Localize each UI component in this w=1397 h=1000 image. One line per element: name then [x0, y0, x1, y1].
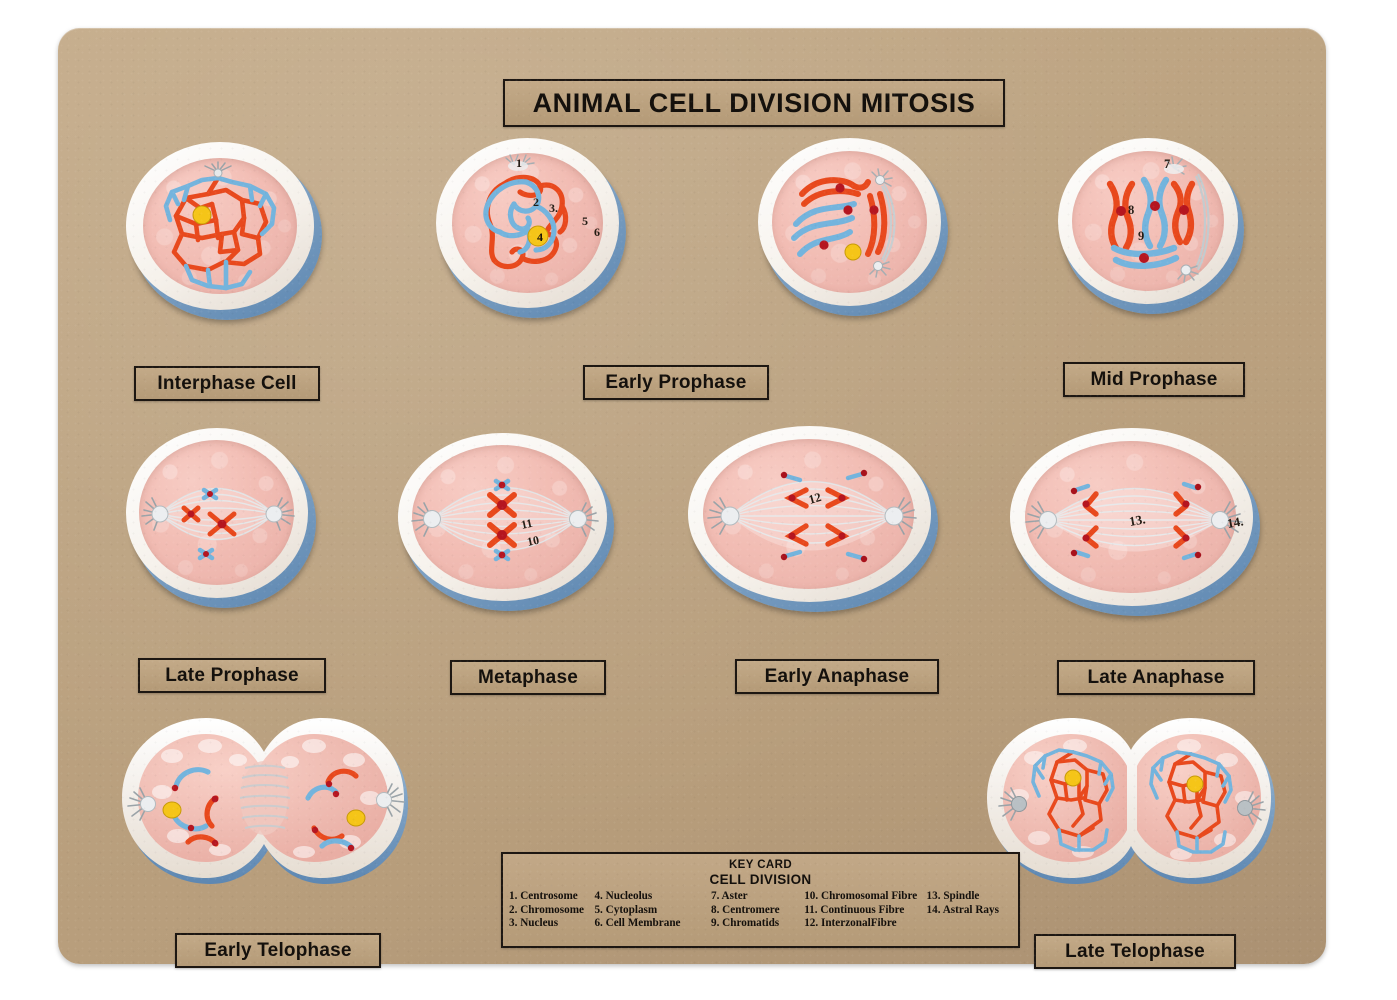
svg-text:12: 12	[807, 490, 823, 507]
key-card-column: 7. Aster 8. Centromere 9. Chromatids	[711, 890, 804, 931]
key-card: KEY CARD CELL DIVISION 1. Centrosome 2. …	[501, 852, 1020, 948]
key-card-item: 8. Centromere	[710, 903, 780, 916]
phase-label-text: Late Prophase	[165, 664, 299, 686]
label-early-telophase: Early Telophase	[175, 933, 381, 968]
key-card-item: 3. Nucleus	[509, 917, 559, 930]
key-card-item: 1. Centrosome	[509, 890, 578, 902]
phase-label-text: Early Anaphase	[764, 665, 910, 687]
label-interphase-cell: Interphase Cell	[134, 366, 320, 401]
key-card-column: 10. Chromosomal Fibre 11. Continuous Fib…	[804, 890, 926, 931]
cell-model-metaphase[interactable]: 11 10	[398, 433, 614, 611]
key-card-columns: 1. Centrosome 2. Chromosome 3. Nucleus 4…	[503, 890, 1018, 931]
key-card-item: 11. Continuous Fibre	[804, 903, 905, 916]
svg-text:9: 9	[1138, 229, 1144, 243]
cell-model-late-prophase[interactable]	[126, 428, 316, 608]
phase-label-text: Mid Prophase	[1090, 368, 1218, 390]
condensing-chromosomes	[758, 138, 948, 316]
phase-label-text: Interphase Cell	[157, 372, 297, 394]
cell-model-mid-prophase[interactable]: 7 8 9	[1058, 138, 1244, 314]
key-card-column: 1. Centrosome 2. Chromosome 3. Nucleus	[509, 890, 594, 931]
key-card-item: 4. Nucleolus	[594, 890, 653, 902]
svg-text:5: 5	[582, 214, 588, 228]
label-late-telophase: Late Telophase	[1034, 934, 1236, 969]
key-card-item: 7. Aster	[710, 890, 748, 902]
key-card-item: 13. Spindle	[926, 890, 980, 902]
cell-model-early-anaphase[interactable]: 12	[688, 426, 938, 612]
label-early-anaphase: Early Anaphase	[735, 659, 939, 694]
svg-text:11: 11	[520, 516, 534, 532]
svg-text:8: 8	[1128, 203, 1134, 217]
phase-label-text: Early Prophase	[605, 371, 747, 393]
cell-cytoplasm	[452, 153, 603, 293]
svg-text:3.: 3.	[549, 201, 558, 215]
svg-text:2: 2	[533, 195, 539, 209]
key-card-title: KEY CARD	[728, 859, 793, 871]
cell-model-early-prophase-b[interactable]	[758, 138, 948, 316]
key-card-item: 9. Chromatids	[710, 917, 780, 930]
board-title-text: ANIMAL CELL DIVISION MITOSIS	[532, 87, 976, 118]
late-telophase-body	[983, 704, 1281, 896]
svg-text:14.: 14.	[1226, 513, 1245, 531]
key-card-column: 13. Spindle 14. Astral Rays	[927, 890, 1012, 931]
late-anaphase-spindle: 13. 14.	[1010, 428, 1260, 616]
phase-label-text: Metaphase	[477, 666, 578, 688]
mitosis-display-board: ANIMAL CELL DIVISION MITOSIS	[58, 28, 1326, 969]
key-card-item: 10. Chromosomal Fibre	[804, 890, 918, 902]
svg-text:1: 1	[516, 156, 522, 170]
cell-model-late-telophase[interactable]	[983, 704, 1281, 896]
label-late-prophase: Late Prophase	[138, 658, 326, 693]
svg-text:13.: 13.	[1128, 511, 1147, 529]
key-card-item: 2. Chromosome	[509, 903, 584, 916]
interphase-chromatin-network	[126, 142, 322, 320]
label-early-prophase: Early Prophase	[583, 365, 769, 400]
cell-model-interphase-cell[interactable]	[126, 142, 322, 320]
mid-prophase-chromosomes: 7 8 9	[1058, 138, 1244, 314]
cell-model-early-telophase[interactable]	[118, 700, 414, 894]
svg-text:7: 7	[1164, 157, 1170, 171]
svg-text:6: 6	[594, 225, 600, 239]
early-telophase-body	[118, 700, 414, 894]
svg-text:10: 10	[526, 533, 541, 549]
early-prophase-chromatin-threads: 1 2 3. 4 5 6	[436, 138, 626, 318]
key-card-item: 12. InterzonalFibre	[804, 917, 897, 930]
late-prophase-spindle	[126, 428, 316, 608]
svg-text:4: 4	[537, 230, 543, 244]
phase-label-text: Late Telophase	[1065, 940, 1205, 962]
phase-label-text: Early Telophase	[204, 939, 352, 961]
key-card-item: 5. Cytoplasm	[594, 903, 658, 916]
board-title-plaque: ANIMAL CELL DIVISION MITOSIS	[503, 79, 1005, 127]
key-card-item: 14. Astral Rays	[926, 903, 999, 916]
early-anaphase-spindle: 12	[688, 426, 938, 612]
key-card-item: 6. Cell Membrane	[594, 917, 681, 930]
key-card-subtitle: CELL DIVISION	[709, 872, 812, 887]
phase-label-text: Late Anaphase	[1087, 666, 1225, 688]
cell-cytoplasm	[1025, 441, 1236, 593]
cell-model-late-anaphase[interactable]: 13. 14.	[1010, 428, 1260, 616]
label-late-anaphase: Late Anaphase	[1057, 660, 1255, 695]
key-card-column: 4. Nucleolus 5. Cytoplasm 6. Cell Membra…	[594, 890, 711, 931]
label-mid-prophase: Mid Prophase	[1063, 362, 1245, 397]
label-metaphase: Metaphase	[450, 660, 606, 695]
metaphase-spindle: 11 10	[398, 433, 614, 611]
cell-model-early-prophase[interactable]: 1 2 3. 4 5 6	[436, 138, 626, 318]
